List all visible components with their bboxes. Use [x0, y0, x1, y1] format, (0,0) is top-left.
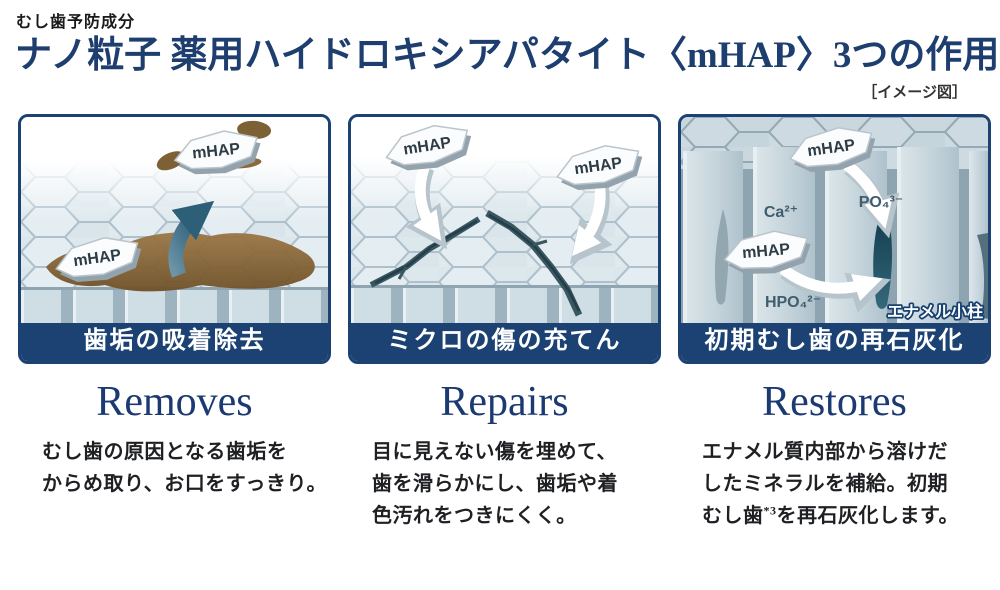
- image-note: ［イメージ図］: [862, 83, 967, 101]
- mhap-particle: mHAP: [723, 230, 811, 274]
- calcium-ion-label: Ca²⁺: [764, 204, 798, 221]
- lesion-shape: [977, 232, 988, 319]
- enamel-rod-annotation: エナメル小柱: [887, 302, 983, 321]
- micro-crack: [485, 209, 583, 317]
- mhap-particle: mHAP: [556, 144, 643, 190]
- caption-restores: 初期むし歯の再石灰化: [681, 322, 988, 361]
- heading-restores: Restores: [762, 378, 907, 425]
- description-repairs: 目に見えない傷を埋めて、 歯を滑らかにし、歯垢や着 色汚れをつきにくく。: [372, 440, 618, 527]
- column-repairs: mHAP mHAP ミクロの傷の充てん Repairs 目に見えない傷を埋めて、…: [348, 113, 661, 532]
- panel-removes: mHAP mHAP 歯垢の吸着除去: [18, 113, 331, 364]
- mineral-loss-shadow: [714, 208, 729, 305]
- enamel-prism-front: [351, 286, 658, 323]
- mhap-label: mHAP: [741, 241, 791, 262]
- column-restores: Ca²⁺ PO₄³⁻ HPO₄²⁻ mHAP mHAP エナメル小柱: [678, 113, 991, 532]
- heading-repairs: Repairs: [440, 378, 569, 425]
- page-title: ナノ粒子 薬用ハイドロキシアパタイト〈mHAP〉3つの作用: [15, 35, 1000, 76]
- restores-illustration: Ca²⁺ PO₄³⁻ HPO₄²⁻ mHAP mHAP エナメル小柱: [681, 116, 988, 323]
- fill-arrow-icon: [572, 181, 606, 256]
- caption-removes: 歯垢の吸着除去: [21, 322, 328, 361]
- column-removes: mHAP mHAP 歯垢の吸着除去 Removes むし歯の原因となる歯垢を か…: [18, 113, 331, 532]
- remineralize-arrow-icon: [843, 160, 893, 229]
- panel-restores: Ca²⁺ PO₄³⁻ HPO₄²⁻ mHAP mHAP エナメル小柱: [678, 113, 991, 364]
- mhap-label: mHAP: [72, 246, 122, 270]
- description-text: エナメル質内部から溶けだ したミネラルを補給。初期 むし歯: [702, 440, 948, 527]
- repairs-illustration: mHAP mHAP: [351, 116, 658, 323]
- remineralize-arrow-icon: [779, 264, 883, 301]
- mhap-particle: mHAP: [55, 236, 142, 282]
- panel-repairs: mHAP mHAP ミクロの傷の充てん: [348, 113, 661, 364]
- footnote-marker: *3: [763, 503, 777, 518]
- eyebrow-text: むし歯予防成分: [16, 14, 136, 31]
- mhap-particle: mHAP: [789, 126, 876, 172]
- caption-repairs: ミクロの傷の充てん: [351, 322, 658, 361]
- description-removes: むし歯の原因となる歯垢を からめ取り、お口をすっきり。: [42, 440, 327, 495]
- panels-row: mHAP mHAP 歯垢の吸着除去 Removes むし歯の原因となる歯垢を か…: [18, 113, 991, 532]
- enamel-prism-front: [21, 288, 328, 323]
- hydrogenphosphate-ion-label: HPO₄²⁻: [765, 294, 821, 311]
- removes-illustration: mHAP mHAP: [21, 116, 328, 323]
- mhap-label: mHAP: [806, 136, 856, 160]
- description-restores: エナメル質内部から溶けだ したミネラルを補給。初期 むし歯*3を再石灰化します。: [678, 436, 991, 532]
- phosphate-ion-label: PO₄³⁻: [859, 194, 904, 211]
- mhap-particle-flying: mHAP: [156, 120, 272, 174]
- heading-removes: Removes: [96, 378, 253, 425]
- mhap-label: mHAP: [191, 140, 241, 162]
- mhap-particle: mHAP: [385, 124, 472, 171]
- mhap-label: mHAP: [573, 154, 623, 178]
- description-text: を再石灰化します。: [776, 504, 959, 527]
- removal-arrow-icon: [168, 200, 215, 278]
- fill-arrow-icon: [413, 162, 442, 241]
